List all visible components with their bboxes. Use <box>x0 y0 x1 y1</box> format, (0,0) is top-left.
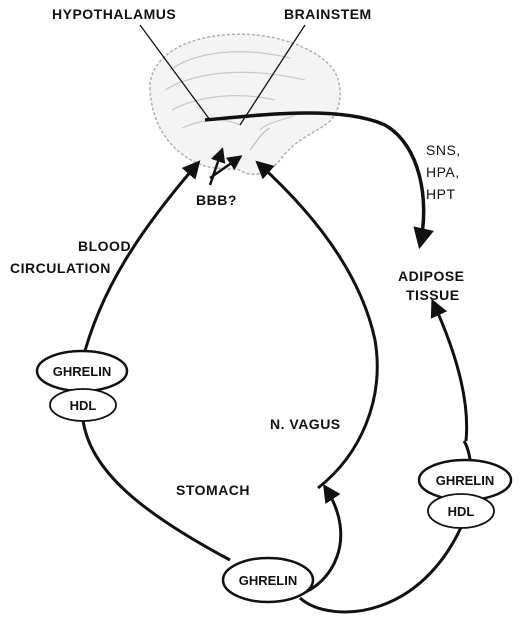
right-ghrelin-hdl-complex: GHRELIN HDL <box>419 460 511 528</box>
ghrelin-to-adipose-arrow <box>433 302 467 441</box>
blood-circulation-label-line2: CIRCULATION <box>10 260 111 276</box>
left-hdl-label: HDL <box>70 398 97 413</box>
blood-circulation-label-line1: BLOOD <box>78 238 131 254</box>
hpa-label: HPA, <box>426 164 460 180</box>
stomach-label: STOMACH <box>176 482 250 498</box>
brainstem-label: BRAINSTEM <box>284 6 372 22</box>
right-ghrelin-label: GHRELIN <box>436 473 495 488</box>
right-hdl-label: HDL <box>448 504 475 519</box>
left-ghrelin-hdl-complex: GHRELIN HDL <box>37 351 127 421</box>
adipose-tissue-label-line1: ADIPOSE <box>398 268 465 284</box>
left-ghrelin-label: GHRELIN <box>53 364 112 379</box>
adipose-tissue-label-line2: TISSUE <box>406 287 460 303</box>
vagus-arrow <box>258 163 377 488</box>
hypothalamus-label: HYPOTHALAMUS <box>52 6 176 22</box>
hpt-label: HPT <box>426 186 456 202</box>
vagus-nerve-label: N. VAGUS <box>270 416 341 432</box>
bbb-label: BBB? <box>196 192 237 208</box>
brain-illustration <box>150 34 340 174</box>
sns-label: SNS, <box>426 142 461 158</box>
stomach-ghrelin-label: GHRELIN <box>239 573 298 588</box>
brain-outline <box>150 34 340 174</box>
